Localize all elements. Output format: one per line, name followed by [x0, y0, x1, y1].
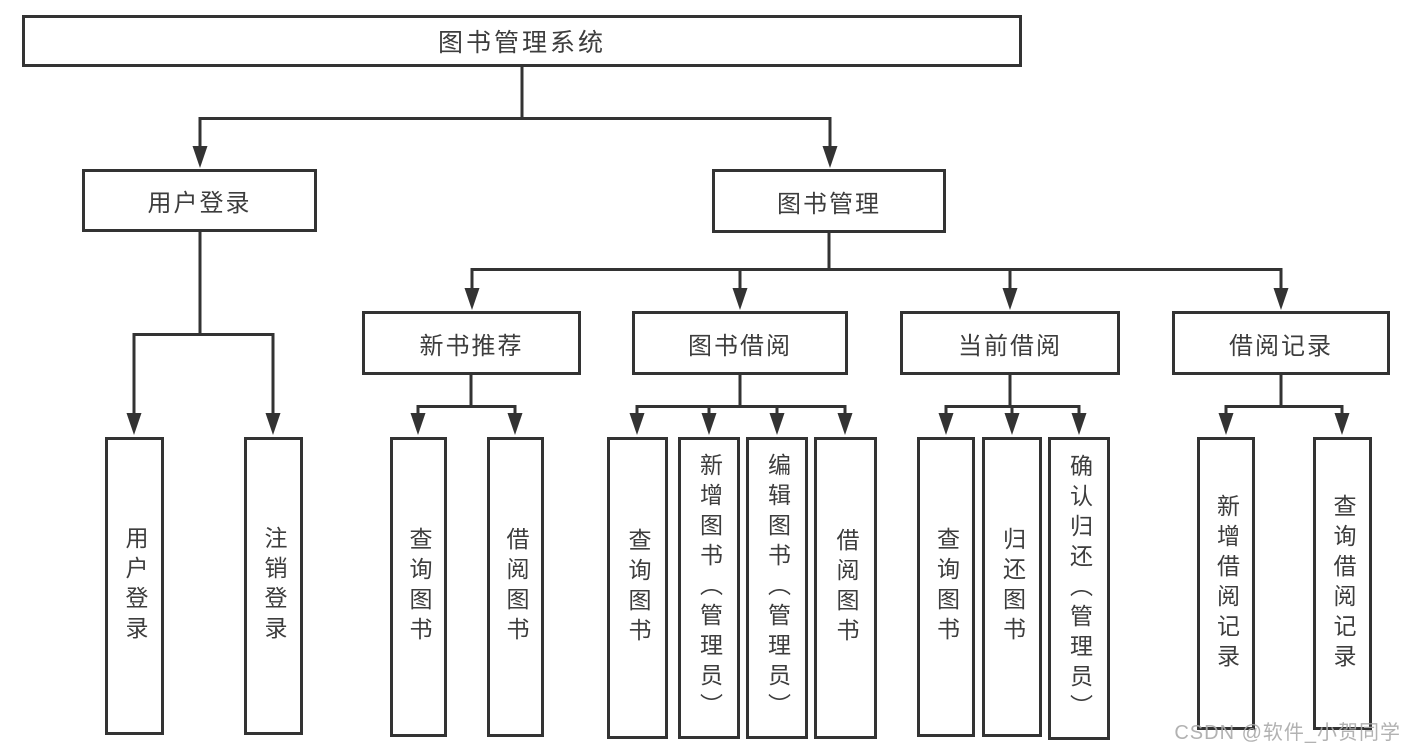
leaf-confirm-return-admin: 确认归还（管理员）	[1048, 437, 1110, 740]
node-book-management: 图书管理	[712, 169, 946, 233]
leaf-query-book-1: 查询图书	[390, 437, 447, 737]
node-label: 图书管理	[777, 190, 881, 218]
connector-current-borrow-to-leaves	[938, 374, 1087, 435]
node-borrow-record: 借阅记录	[1172, 311, 1390, 375]
connector-book-borrow-to-leaves	[629, 374, 853, 435]
node-label: 图书管理系统	[437, 29, 606, 57]
leaf-borrow-book-1: 借阅图书	[487, 437, 544, 737]
leaf-add-book-admin: 新增图书（管理员）	[678, 437, 740, 739]
leaf-add-borrow-record: 新增借阅记录	[1197, 437, 1255, 730]
leaf-return-book: 归还图书	[982, 437, 1042, 737]
leaf-logout: 注销登录	[244, 437, 303, 735]
node-book-borrow: 图书借阅	[632, 311, 848, 375]
node-label: 借阅记录	[1229, 332, 1333, 360]
node-label: 查询借阅记录	[1330, 493, 1356, 674]
node-label: 用户登录	[122, 526, 148, 646]
node-label: 当前借阅	[958, 332, 1062, 360]
watermark-text: CSDN @软件_小贺同学	[1174, 722, 1401, 744]
node-label: 新增借阅记录	[1213, 493, 1240, 674]
node-label: 图书借阅	[688, 332, 792, 360]
node-label: 归还图书	[999, 527, 1026, 647]
leaf-query-book-2: 查询图书	[607, 437, 668, 739]
connector-user-login-to-leaves	[126, 231, 281, 435]
node-label: 查询图书	[406, 527, 432, 647]
connector-borrow-record-to-leaves	[1218, 374, 1350, 435]
node-label: 注销登录	[261, 526, 287, 646]
leaf-edit-book-admin: 编辑图书（管理员）	[746, 437, 808, 739]
connector-root-to-level1	[192, 66, 838, 168]
connector-book-mgmt-to-level2	[464, 232, 1289, 310]
node-label: 借阅图书	[833, 528, 859, 648]
node-label: 借阅图书	[503, 527, 529, 647]
node-label: 查询图书	[625, 528, 651, 648]
node-current-borrow: 当前借阅	[900, 311, 1120, 375]
connector-new-book-to-leaves	[410, 374, 523, 435]
leaf-query-borrow-record: 查询借阅记录	[1313, 437, 1372, 730]
node-label: 新增图书（管理员）	[696, 453, 723, 723]
leaf-user-login: 用户登录	[105, 437, 164, 735]
node-label: 新书推荐	[419, 332, 524, 360]
node-user-login-branch: 用户登录	[82, 169, 317, 232]
node-new-book-recommend: 新书推荐	[362, 311, 581, 375]
node-label: 确认归还（管理员）	[1066, 453, 1093, 724]
leaf-query-book-3: 查询图书	[917, 437, 975, 737]
leaf-borrow-book-2: 借阅图书	[814, 437, 877, 739]
node-root: 图书管理系统	[22, 15, 1022, 67]
node-label: 查询图书	[933, 527, 960, 647]
node-label: 用户登录	[147, 190, 252, 217]
node-label: 编辑图书（管理员）	[764, 453, 791, 723]
